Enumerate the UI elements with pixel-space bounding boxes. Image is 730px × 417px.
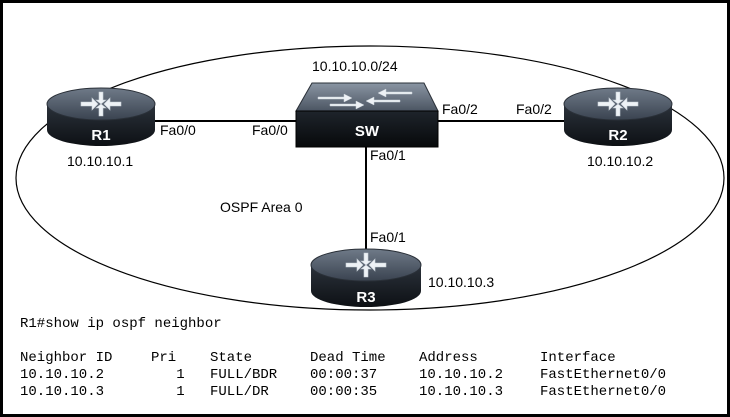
header-interface: Interface [540, 350, 616, 366]
r2-ip-label: 10.10.10.2 [587, 153, 653, 169]
cli-output: R1#show ip ospf neighbor Neighbor ID Pri… [20, 316, 666, 401]
cell-pri: 1 [176, 384, 185, 400]
switch-sw[interactable]: SW [295, 82, 439, 148]
cell-neighbor-id: 10.10.10.3 [20, 384, 105, 400]
network-label: 10.10.10.0/24 [312, 58, 398, 74]
sw-port-r3-label: Fa0/1 [370, 147, 406, 163]
cell-pri: 1 [176, 367, 185, 383]
cell-dead-time: 00:00:35 [310, 384, 378, 400]
cell-interface: FastEthernet0/0 [540, 367, 667, 383]
r1-name: R1 [91, 127, 110, 144]
ospf-area-ellipse [15, 45, 725, 311]
area-label: OSPF Area 0 [220, 199, 303, 215]
sw-name: SW [355, 123, 380, 140]
table-row: 10.10.10.2 1 FULL/BDR 00:00:37 10.10.10.… [20, 367, 666, 384]
header-address: Address [419, 350, 478, 366]
r2-name: R2 [608, 127, 627, 144]
router-r3[interactable]: R3 [310, 248, 422, 307]
router-r1[interactable]: R1 [46, 87, 156, 146]
r2-port-label: Fa0/2 [516, 101, 552, 117]
cell-neighbor-id: 10.10.10.2 [20, 367, 105, 383]
sw-port-r1-label: Fa0/0 [252, 122, 288, 138]
r1-port-label: Fa0/0 [160, 122, 196, 138]
header-pri: Pri [151, 350, 177, 366]
r3-name: R3 [356, 289, 375, 306]
cell-state: FULL/BDR [210, 367, 278, 383]
table-header: Neighbor ID Pri State Dead Time Address … [20, 350, 666, 367]
r3-ip-label: 10.10.10.3 [428, 274, 494, 290]
table-row: 10.10.10.3 1 FULL/DR 00:00:35 10.10.10.3… [20, 384, 666, 401]
r1-ip-label: 10.10.10.1 [67, 153, 133, 169]
header-dead-time: Dead Time [310, 350, 386, 366]
header-state: State [210, 350, 253, 366]
switch-icon [317, 88, 413, 110]
cell-state: FULL/DR [210, 384, 269, 400]
cell-interface: FastEthernet0/0 [540, 384, 667, 400]
cli-command: R1#show ip ospf neighbor [20, 316, 222, 332]
r3-port-label: Fa0/1 [370, 229, 406, 245]
sw-port-r2-label: Fa0/2 [442, 101, 478, 117]
router-r2[interactable]: R2 [563, 87, 673, 146]
cell-dead-time: 00:00:37 [310, 367, 378, 383]
cell-address: 10.10.10.3 [419, 384, 504, 400]
cell-address: 10.10.10.2 [419, 367, 504, 383]
header-neighbor-id: Neighbor ID [20, 350, 113, 366]
